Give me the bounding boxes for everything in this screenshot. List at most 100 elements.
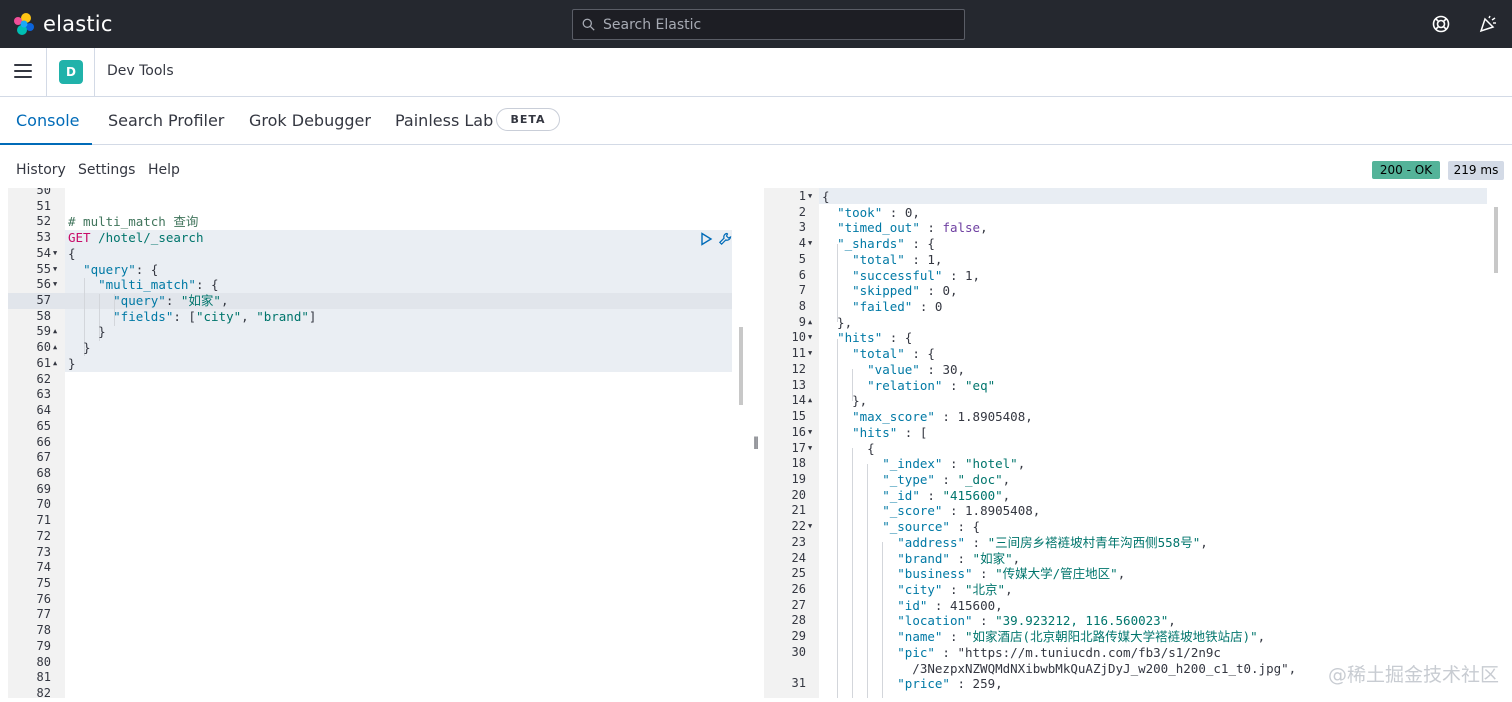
help-link[interactable]: Help bbox=[148, 162, 180, 178]
code-line[interactable]: 22▼ "_source" : { bbox=[764, 519, 1512, 535]
fold-open-icon[interactable]: ▼ bbox=[808, 239, 813, 248]
fold-close-icon[interactable]: ▲ bbox=[53, 358, 58, 367]
search-input[interactable] bbox=[603, 15, 953, 35]
code-line[interactable]: 25 "business" : "传媒大学/管庄地区", bbox=[764, 566, 1512, 582]
code-line[interactable]: 74 bbox=[8, 560, 751, 576]
code-line[interactable]: 26 "city" : "北京", bbox=[764, 582, 1512, 598]
fold-close-icon[interactable]: ▲ bbox=[808, 317, 813, 326]
fold-open-icon[interactable]: ▼ bbox=[808, 349, 813, 358]
code-line[interactable]: 68 bbox=[8, 466, 751, 482]
code-line[interactable]: 82 bbox=[8, 686, 751, 698]
code-line[interactable]: 51 bbox=[8, 199, 751, 215]
code-line[interactable]: 56▼ "multi_match": { bbox=[8, 277, 751, 293]
code-line[interactable]: 9▲ }, bbox=[764, 315, 1512, 331]
fold-open-icon[interactable]: ▼ bbox=[808, 427, 813, 436]
code-line[interactable]: 30 "pic" : "https://m.tuniucdn.com/fb3/s… bbox=[764, 645, 1512, 661]
fold-open-icon[interactable]: ▼ bbox=[808, 443, 813, 452]
code-line[interactable]: 59▲ } bbox=[8, 324, 751, 340]
code-line[interactable]: 4▼ "_shards" : { bbox=[764, 236, 1512, 252]
code-line[interactable]: 14▲ }, bbox=[764, 393, 1512, 409]
code-line[interactable]: 73 bbox=[8, 545, 751, 561]
fold-open-icon[interactable]: ▼ bbox=[53, 280, 58, 289]
space-avatar[interactable]: D bbox=[59, 60, 83, 84]
fold-open-icon[interactable]: ▼ bbox=[808, 333, 813, 342]
code-line[interactable]: 16▼ "hits" : [ bbox=[764, 425, 1512, 441]
code-line[interactable]: 76 bbox=[8, 592, 751, 608]
fold-open-icon[interactable]: ▼ bbox=[53, 264, 58, 273]
code-line[interactable]: 54▼{ bbox=[8, 246, 751, 262]
code-line[interactable]: 21 "_score" : 1.8905408, bbox=[764, 503, 1512, 519]
code-line[interactable]: 57 "query": "如家", bbox=[8, 293, 751, 309]
code-line[interactable]: 71 bbox=[8, 513, 751, 529]
code-line[interactable]: 62 bbox=[8, 372, 751, 388]
code-line[interactable]: 77 bbox=[8, 607, 751, 623]
pane-resizer[interactable] bbox=[751, 188, 764, 698]
tab-search-profiler[interactable]: Search Profiler bbox=[108, 111, 225, 130]
code-line[interactable]: 80 bbox=[8, 655, 751, 671]
code-line[interactable]: 52# multi_match 查询 bbox=[8, 214, 751, 230]
wrench-icon[interactable] bbox=[718, 232, 732, 246]
elastic-logo-icon[interactable] bbox=[12, 12, 36, 36]
code-line[interactable]: 55▼ "query": { bbox=[8, 262, 751, 278]
code-line[interactable]: 12 "value" : 30, bbox=[764, 362, 1512, 378]
code-line[interactable]: 5 "total" : 1, bbox=[764, 252, 1512, 268]
code-line[interactable]: 3 "timed_out" : false, bbox=[764, 220, 1512, 236]
code-line[interactable]: 1▼{ bbox=[764, 189, 1512, 205]
code-line[interactable]: 28 "location" : "39.923212, 116.560023", bbox=[764, 613, 1512, 629]
response-scrollbar[interactable] bbox=[1494, 207, 1498, 273]
code-line[interactable]: 15 "max_score" : 1.8905408, bbox=[764, 409, 1512, 425]
request-scrollbar[interactable] bbox=[739, 327, 743, 405]
code-line[interactable]: 17▼ { bbox=[764, 441, 1512, 457]
fold-close-icon[interactable]: ▲ bbox=[53, 343, 58, 352]
code-line[interactable]: 58 "fields": ["city", "brand"] bbox=[8, 309, 751, 325]
tab-console[interactable]: Console bbox=[16, 111, 80, 130]
code-line[interactable]: 11▼ "total" : { bbox=[764, 346, 1512, 362]
code-line[interactable]: 13 "relation" : "eq" bbox=[764, 378, 1512, 394]
code-line[interactable]: 6 "successful" : 1, bbox=[764, 268, 1512, 284]
code-line[interactable]: 61▲} bbox=[8, 356, 751, 372]
code-line[interactable]: 20 "_id" : "415600", bbox=[764, 488, 1512, 504]
code-line[interactable]: 10▼ "hits" : { bbox=[764, 330, 1512, 346]
code-line[interactable]: 67 bbox=[8, 450, 751, 466]
code-line[interactable]: 65 bbox=[8, 419, 751, 435]
code-line[interactable]: 7 "skipped" : 0, bbox=[764, 283, 1512, 299]
code-line[interactable]: 18 "_index" : "hotel", bbox=[764, 456, 1512, 472]
fold-open-icon[interactable]: ▼ bbox=[53, 248, 58, 257]
code-line[interactable]: 63 bbox=[8, 387, 751, 403]
code-line[interactable]: 70 bbox=[8, 497, 751, 513]
code-line[interactable]: 60▲ } bbox=[8, 340, 751, 356]
global-search[interactable] bbox=[572, 9, 965, 40]
settings-link[interactable]: Settings bbox=[78, 162, 136, 178]
code-line[interactable]: 24 "brand" : "如家", bbox=[764, 551, 1512, 567]
code-line[interactable]: 31 "price" : 259, bbox=[764, 676, 1512, 692]
fold-close-icon[interactable]: ▲ bbox=[808, 396, 813, 405]
help-icon[interactable] bbox=[1431, 14, 1451, 34]
code-line[interactable]: /3NezpxNZWQMdNXibwbMkQuAZjDyJ_w200_h200_… bbox=[764, 661, 1512, 677]
code-line[interactable]: 29 "name" : "如家酒店(北京朝阳北路传媒大学褡裢坡地铁站店)", bbox=[764, 629, 1512, 645]
code-line[interactable]: 19 "_type" : "_doc", bbox=[764, 472, 1512, 488]
code-line[interactable]: 8 "failed" : 0 bbox=[764, 299, 1512, 315]
resizer-handle-icon[interactable]: || bbox=[753, 435, 759, 449]
history-link[interactable]: History bbox=[16, 162, 66, 178]
code-line[interactable]: 27 "id" : 415600, bbox=[764, 598, 1512, 614]
response-editor[interactable]: 1▼{2 "took" : 0,3 "timed_out" : false,4▼… bbox=[764, 188, 1512, 698]
tab-painless-lab[interactable]: Painless Lab bbox=[395, 111, 494, 130]
brand-name[interactable]: elastic bbox=[43, 12, 113, 36]
menu-icon[interactable] bbox=[14, 64, 32, 78]
newsfeed-icon[interactable] bbox=[1478, 14, 1498, 34]
code-line[interactable]: 72 bbox=[8, 529, 751, 545]
fold-close-icon[interactable]: ▲ bbox=[53, 327, 58, 336]
code-line[interactable]: 78 bbox=[8, 623, 751, 639]
tab-grok-debugger[interactable]: Grok Debugger bbox=[249, 111, 371, 130]
code-line[interactable]: 23 "address" : "三间房乡褡裢坡村青年沟西侧558号", bbox=[764, 535, 1512, 551]
code-line[interactable]: 79 bbox=[8, 639, 751, 655]
code-line[interactable]: 69 bbox=[8, 482, 751, 498]
code-line[interactable]: 2 "took" : 0, bbox=[764, 205, 1512, 221]
code-line[interactable]: 75 bbox=[8, 576, 751, 592]
play-icon[interactable] bbox=[699, 232, 713, 246]
code-line[interactable]: 50 bbox=[8, 188, 751, 199]
code-line[interactable]: 64 bbox=[8, 403, 751, 419]
fold-open-icon[interactable]: ▼ bbox=[808, 192, 813, 200]
